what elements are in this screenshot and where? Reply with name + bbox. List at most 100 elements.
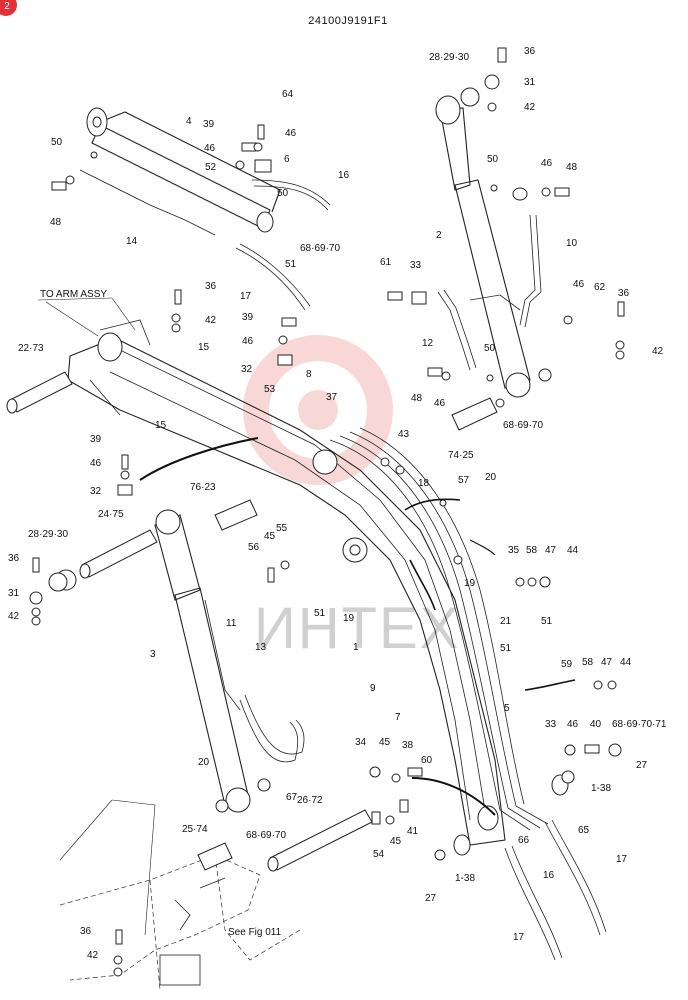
callout-c35: 68·69·70: [503, 420, 543, 431]
callout-c44: 8: [306, 369, 312, 380]
callout-c82: 44: [620, 657, 632, 668]
note-to-arm-assy: TO ARM ASSY: [40, 289, 107, 300]
callout-c75: 1: [353, 642, 359, 653]
callout-c23: 48: [566, 162, 578, 173]
base-frame: [59, 854, 301, 991]
pin-74-25: [451, 397, 498, 431]
callout-c64: 47: [545, 545, 557, 556]
callout-c18: 51: [285, 259, 297, 270]
callout-c52: 32: [90, 486, 102, 497]
callout-c36: 36: [205, 281, 217, 292]
callout-c100: 41: [407, 826, 419, 837]
see-fig-leaders: [59, 799, 156, 936]
callout-c77: 51: [500, 643, 512, 654]
callout-c53: 76·23: [190, 482, 216, 493]
corner-badge-text: 2: [4, 1, 10, 12]
callout-c16: 14: [126, 236, 138, 247]
hoses-67: [239, 694, 305, 763]
callout-c33: 48: [411, 393, 423, 404]
callout-c95: 1-38: [591, 783, 611, 794]
callout-c19: 17: [240, 291, 252, 302]
cylinder-3: [154, 509, 251, 813]
callout-c66: 36: [8, 553, 20, 564]
callout-c68: 42: [8, 611, 20, 622]
hoses-16-17-bottom: [504, 819, 607, 961]
callout-c7: 39: [203, 119, 215, 130]
callout-c71: 51: [541, 616, 553, 627]
callout-c27: 46: [573, 279, 585, 290]
callout-c20: 2: [436, 230, 442, 241]
callout-c37: 42: [205, 315, 217, 326]
to-arm-leaders: [37, 297, 136, 337]
callout-c94: 27: [636, 760, 648, 771]
callout-layer: TO ARM ASSY See Fig 011 28·29·3036314246…: [8, 46, 667, 961]
pin-76-23: [214, 499, 258, 531]
callout-c60: 56: [248, 542, 260, 553]
callout-c57: 24·75: [98, 509, 124, 520]
callout-c85: 33: [545, 719, 557, 730]
callout-c98: 68·69·70: [246, 830, 286, 841]
pipe-10: [519, 214, 542, 328]
callout-c78: 9: [370, 683, 376, 694]
callout-c2: 36: [524, 46, 536, 57]
callout-c103: 65: [578, 825, 590, 836]
callout-c38: 22·73: [18, 343, 44, 354]
callout-c34: 46: [434, 398, 446, 409]
callout-c17: 68·69·70: [300, 243, 340, 254]
callout-c76: 21: [500, 616, 512, 627]
callout-c21: 50: [487, 154, 499, 165]
callout-c25: 61: [380, 257, 392, 268]
callout-c42: 32: [241, 364, 253, 375]
callout-c97: 26·72: [297, 795, 323, 806]
callout-c28: 62: [594, 282, 606, 293]
callout-c12: 52: [205, 162, 217, 173]
callout-c102: 45: [390, 836, 402, 847]
drawing-number: 24100J9191F1: [308, 15, 387, 27]
callout-c65: 44: [567, 545, 579, 556]
callout-c108: 17: [616, 854, 628, 865]
callout-c86: 46: [567, 719, 579, 730]
callout-c91: 38: [402, 740, 414, 751]
callout-c29: 36: [618, 288, 630, 299]
callout-c74: 13: [255, 642, 267, 653]
callout-c24: 10: [566, 238, 578, 249]
callout-c59: 45: [264, 531, 276, 542]
pipe-bundle: [329, 427, 549, 831]
callout-c111: 42: [87, 950, 99, 961]
pin-24-75: [79, 529, 158, 579]
callout-c81: 47: [601, 657, 613, 668]
callout-c104: 66: [518, 835, 530, 846]
pin-22-73: [6, 371, 73, 414]
callout-c22: 46: [541, 158, 553, 169]
callout-c31: 42: [652, 346, 664, 357]
pin-25-74: [197, 842, 233, 871]
callout-c92: 60: [421, 755, 433, 766]
note-see-fig: See Fig 011: [228, 927, 282, 938]
callout-c8: 46: [285, 128, 297, 139]
callout-c1: 28·29·30: [429, 52, 469, 63]
callout-c49: 20: [485, 472, 497, 483]
callout-c99: 25·74: [182, 824, 208, 835]
callout-c39: 15: [198, 342, 210, 353]
callout-c58: 55: [276, 523, 288, 534]
callout-c110: 36: [80, 926, 92, 937]
callout-c106: 1-38: [455, 873, 475, 884]
callout-c48: 74·25: [448, 450, 474, 461]
callout-c80: 58: [582, 657, 594, 668]
callout-c87: 40: [590, 719, 602, 730]
callout-c10: 46: [204, 143, 216, 154]
watermark-text: ИНТЕХ: [254, 596, 460, 661]
callout-c84: 7: [395, 712, 401, 723]
callout-c47: 43: [398, 429, 410, 440]
callout-c13: 16: [338, 170, 350, 181]
callout-c62: 35: [508, 545, 520, 556]
callout-c32: 50: [484, 343, 496, 354]
callout-c69: 51: [314, 608, 326, 619]
callout-c43: 53: [264, 384, 276, 395]
cylinder-2: [435, 95, 531, 398]
callout-c40: 39: [242, 312, 254, 323]
callout-c56: 28·29·30: [28, 529, 68, 540]
callout-c46: 15: [155, 420, 167, 431]
hose-16: [251, 179, 331, 211]
callout-c55: 57: [458, 475, 470, 486]
